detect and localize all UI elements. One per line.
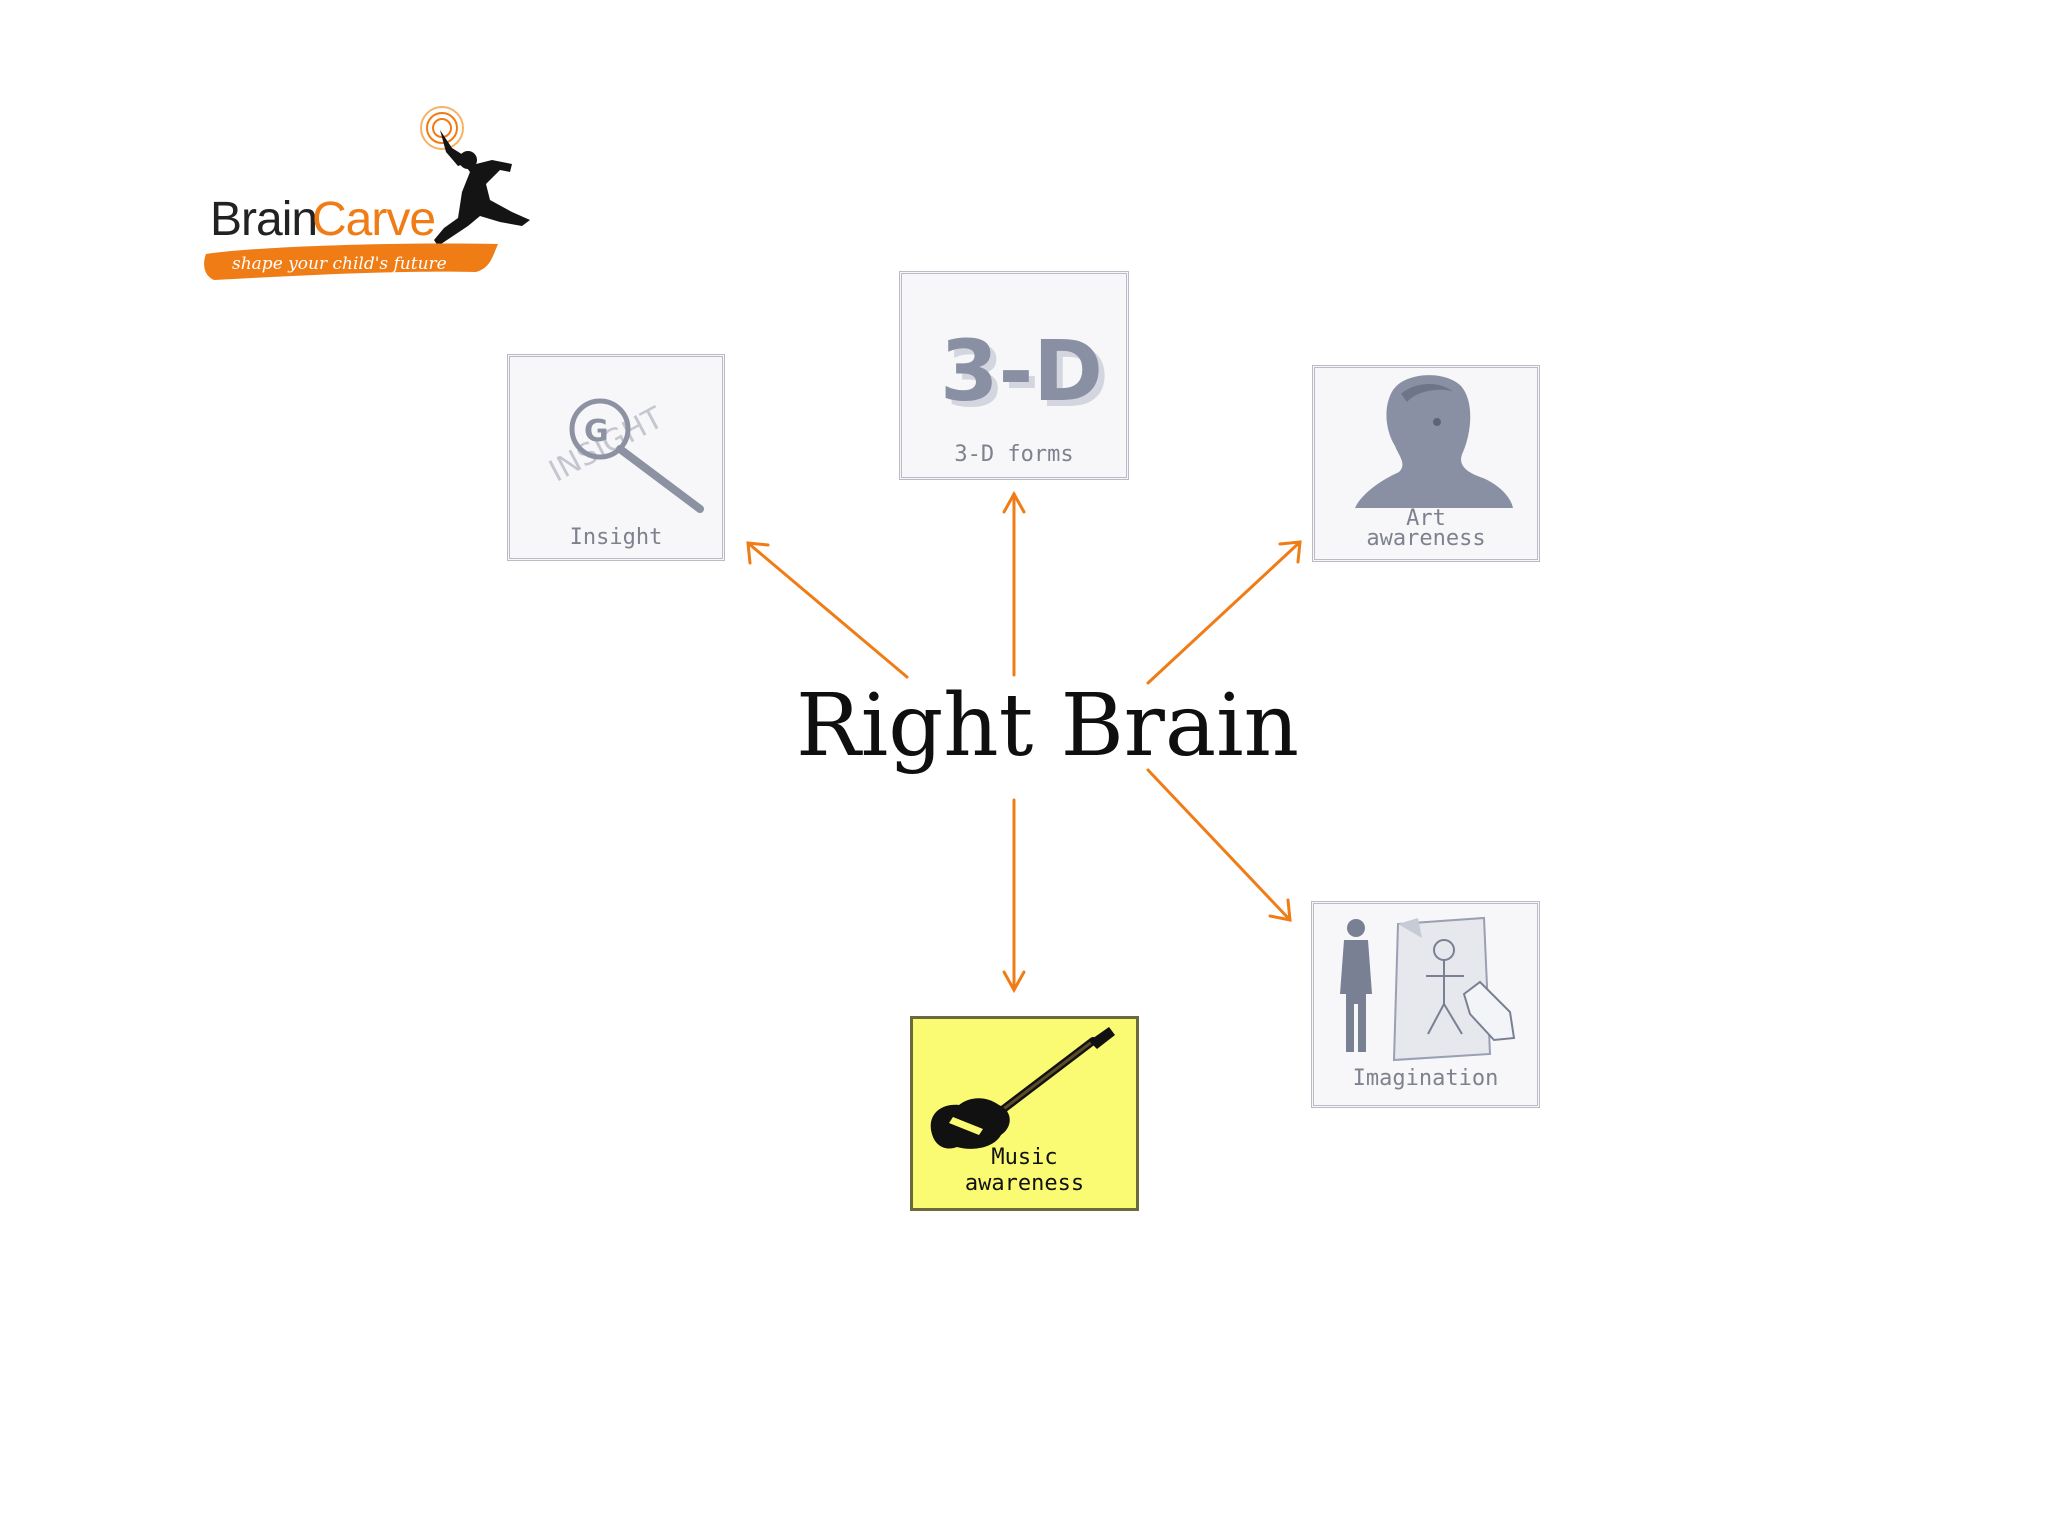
magnifier-icon: INSIGHT G: [544, 398, 704, 513]
tile-art-label-line1: Art: [1406, 506, 1446, 531]
tile-3d-forms: 3-D 3-D 3-D forms: [899, 271, 1129, 480]
tile-art-label-line2: awareness: [1366, 526, 1486, 551]
tile-insight-label: Insight: [569, 525, 663, 550]
tile-music-label-line2: awareness: [964, 1171, 1085, 1196]
3d-letters-icon: 3-D 3-D: [940, 322, 1109, 424]
arrow-to-insight: [746, 541, 909, 679]
svg-text:3-D: 3-D: [940, 322, 1103, 420]
logo-tagline: shape your child's future: [232, 254, 447, 274]
arrow-to-art-awareness: [1146, 540, 1302, 685]
arrow-to-imagination: [1146, 768, 1292, 922]
tile-3d-forms-label: 3-D forms: [954, 442, 1074, 467]
tile-insight: INSIGHT G Insight: [507, 354, 725, 561]
bass-guitar-icon: [930, 1027, 1115, 1149]
sculpture-bust-icon: [1355, 375, 1513, 508]
tile-imagination: Imagination: [1311, 901, 1540, 1108]
logo-word-carve: Carve: [312, 193, 436, 246]
tile-music-label-line1: Music: [991, 1145, 1058, 1170]
svg-text:3-D: 3-D: [946, 328, 1109, 424]
tile-music-awareness: Music awareness: [910, 1016, 1139, 1211]
logo-word-brain: Brain: [210, 193, 318, 246]
tile-art-awareness: Art awareness: [1312, 365, 1540, 562]
svg-text:G: G: [584, 414, 609, 449]
jumping-child-icon: [204, 106, 530, 280]
braincarve-logo: Brain Carve shape your child's future: [200, 100, 550, 300]
center-title: Right Brain: [796, 676, 1300, 776]
figure-and-drawing-icon: [1340, 916, 1516, 1062]
tile-imagination-label: Imagination: [1352, 1066, 1499, 1091]
